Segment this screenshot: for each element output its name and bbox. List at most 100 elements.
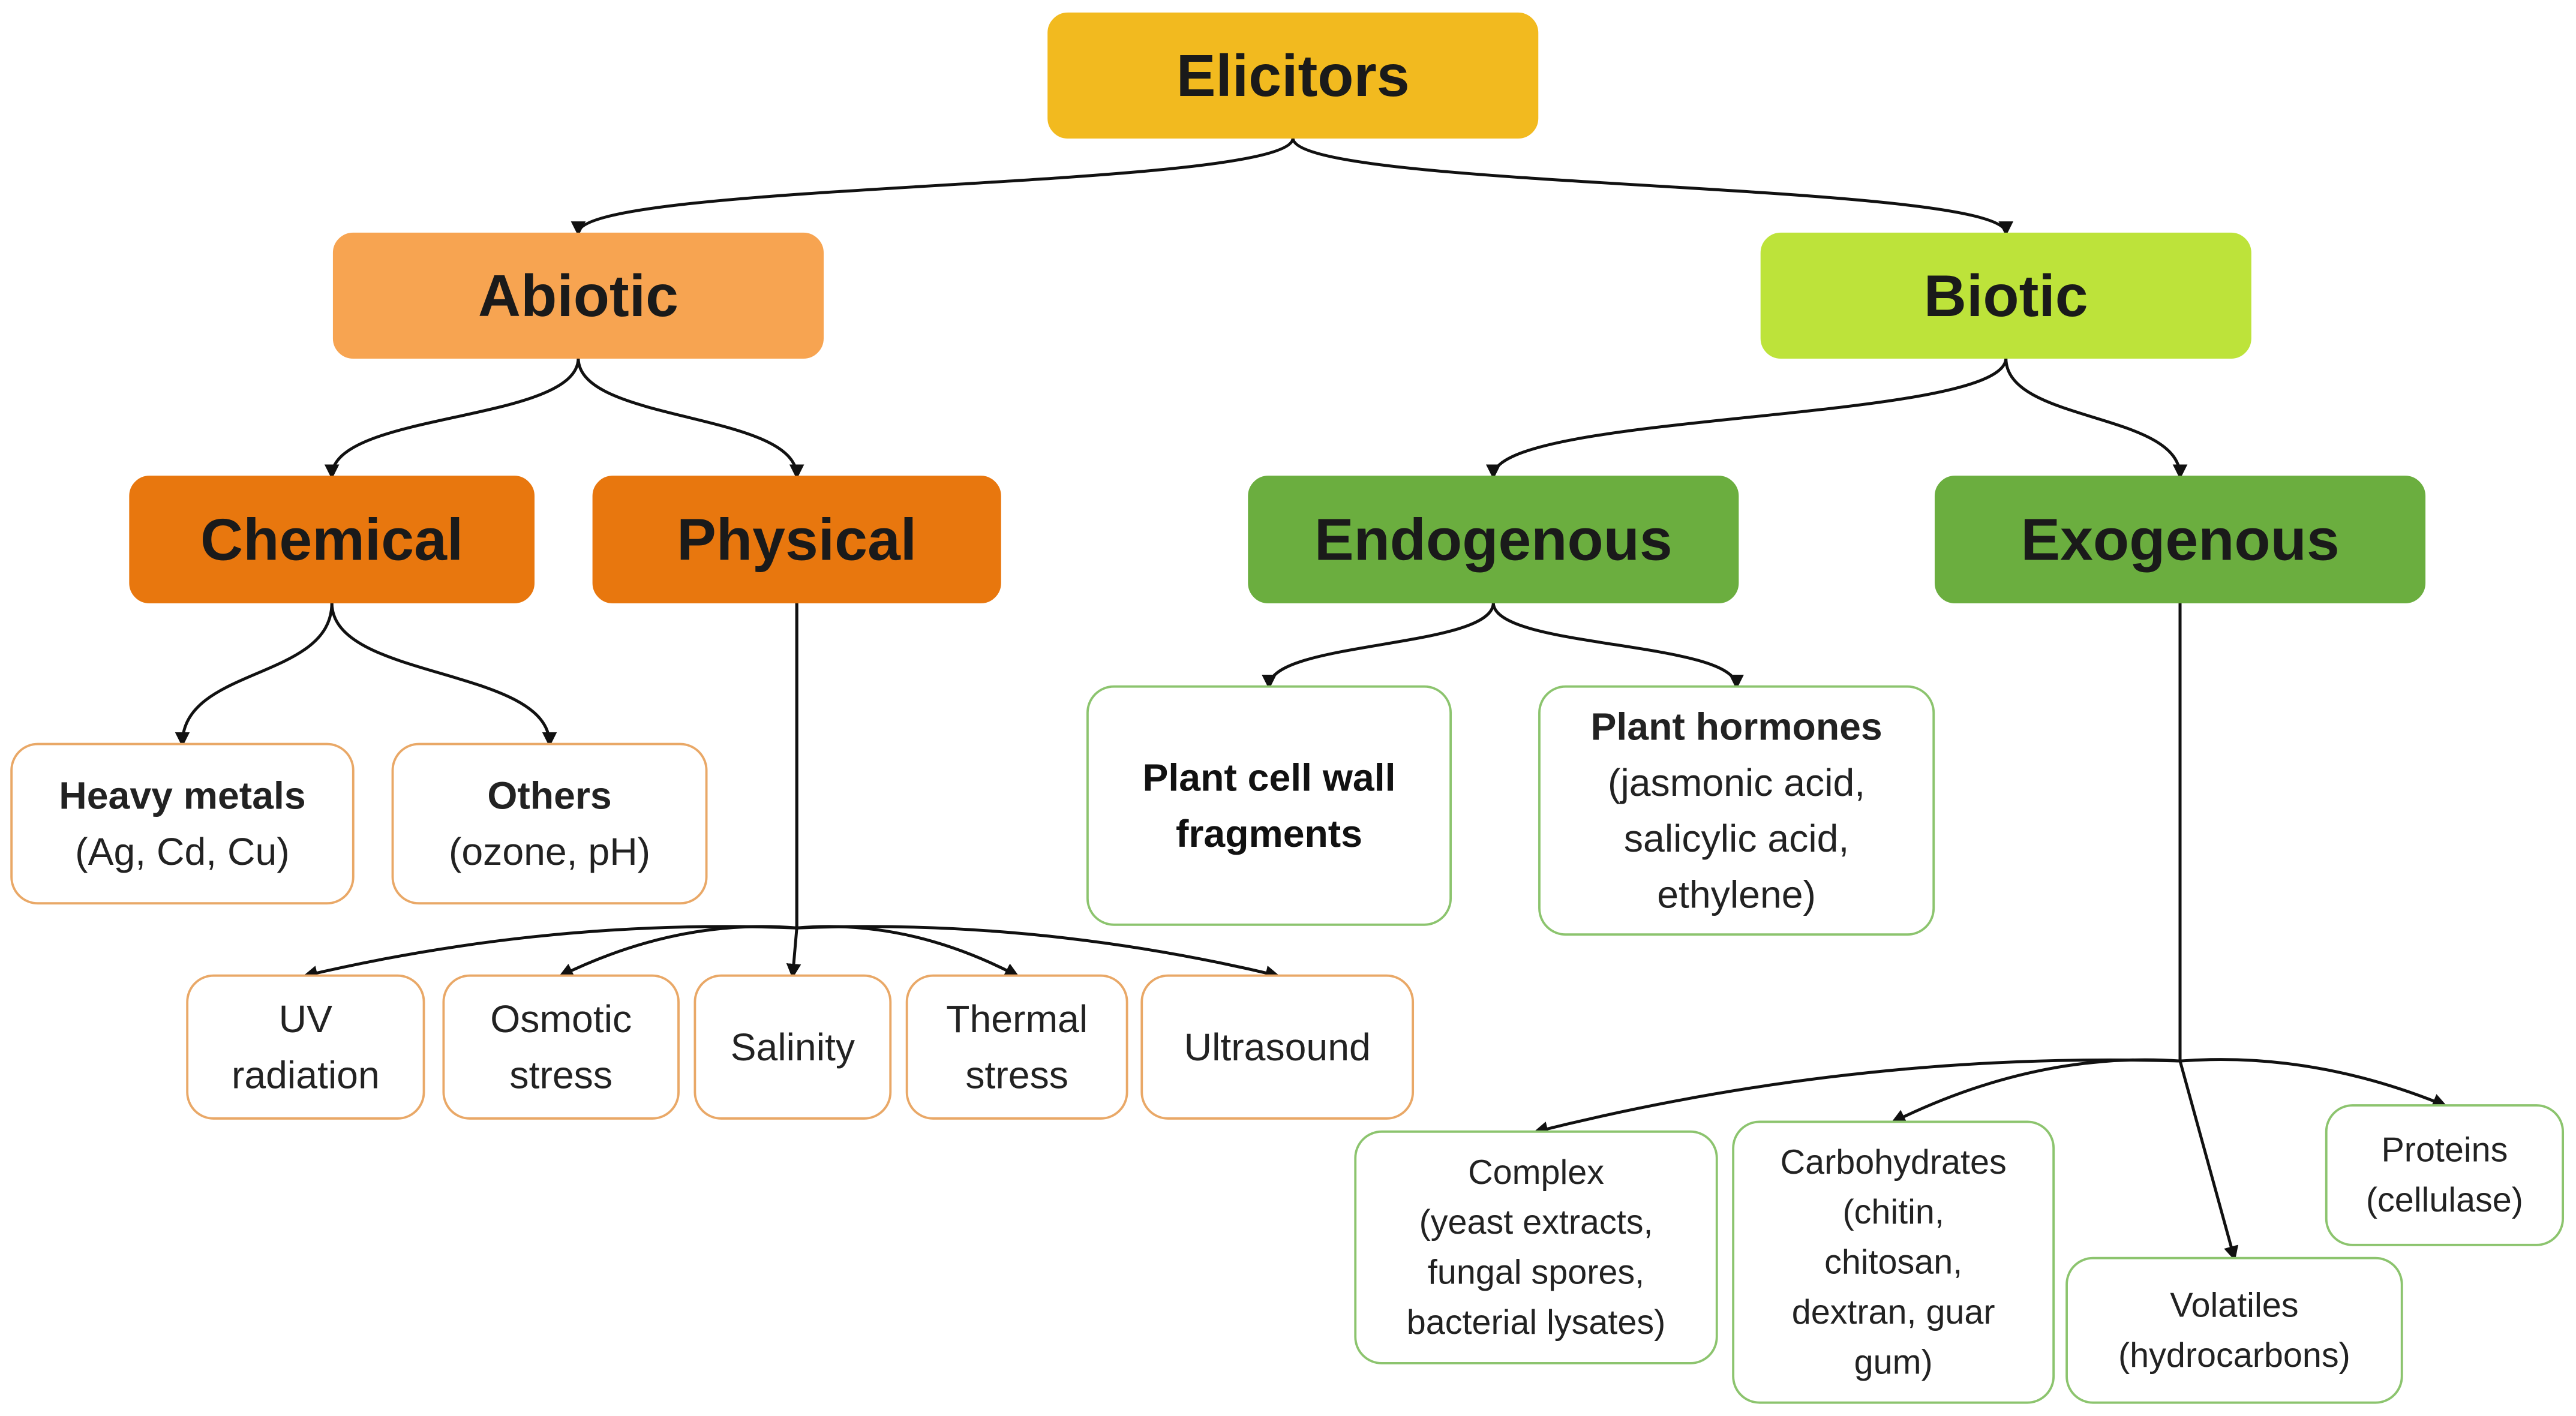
- node-box-abiotic: [332, 232, 824, 359]
- node-physical: Physical: [592, 476, 1001, 604]
- node-label-physical-0: Physical: [677, 507, 917, 573]
- node-box-carbohydrates: [1732, 1120, 2055, 1404]
- node-carbohydrates: Carbohydrates (chitin, chitosan, dextran, g…: [1732, 1120, 2055, 1404]
- node-proteins: Proteins (cellulase): [2325, 1104, 2565, 1246]
- node-endogenous: Endogenous: [1248, 476, 1739, 604]
- node-box-uv-radiation: [186, 974, 425, 1120]
- node-box-plant-cell-wall: [1086, 685, 1452, 926]
- node-label-volatiles-0: Volatiles: [2170, 1286, 2298, 1325]
- node-label-heavy-metals-1: (Ag, Cd, Cu): [75, 830, 290, 873]
- node-osmotic-stress: Osmotic stress: [442, 974, 680, 1120]
- node-box-osmotic-stress: [442, 974, 680, 1120]
- node-abiotic: Abiotic: [332, 232, 824, 359]
- edge-exogenous-to-carbohydrates: [1890, 1058, 2181, 1123]
- edge-biotic-to-endogenous: [1486, 357, 2008, 480]
- node-chemical: Chemical: [129, 476, 535, 604]
- edge-exogenous-to-complex: [1533, 1058, 2181, 1137]
- node-label-complex-1: (yeast extracts,: [1419, 1203, 1653, 1241]
- node-label-chemical-0: Chemical: [200, 507, 463, 573]
- node-uv-radiation: UV radiation: [186, 974, 425, 1120]
- node-elicitors: Elicitors: [1047, 12, 1539, 139]
- node-label-carbohydrates-0: Carbohydrates: [1781, 1143, 2007, 1181]
- node-label-carbohydrates-4: gum): [1854, 1343, 1933, 1381]
- node-label-osmotic-stress-1: stress: [509, 1053, 613, 1096]
- node-label-plant-hormones-0: Plant hormones: [1590, 705, 1882, 748]
- node-box-salinity: [693, 974, 892, 1120]
- node-label-plant-cell-wall-0: Plant cell wall: [1143, 756, 1396, 799]
- node-label-endogenous-0: Endogenous: [1314, 507, 1673, 573]
- edge-elicitors-to-abiotic: [571, 137, 1295, 236]
- node-label-complex-0: Complex: [1468, 1153, 1604, 1192]
- edge-elicitors-to-biotic: [1291, 137, 2013, 236]
- node-label-volatiles-1: (hydrocarbons): [2118, 1336, 2350, 1375]
- node-salinity: Salinity: [693, 974, 892, 1120]
- edge-physical-to-ultrasound: [797, 925, 1280, 981]
- node-label-elicitors-0: Elicitors: [1176, 43, 1410, 109]
- node-label-abiotic-0: Abiotic: [478, 263, 678, 329]
- node-box-exogenous: [1934, 476, 2426, 604]
- node-label-carbohydrates-3: dextran, guar: [1792, 1293, 1995, 1331]
- node-label-thermal-stress-0: Thermal: [946, 997, 1088, 1041]
- node-label-biotic-0: Biotic: [1924, 263, 2088, 329]
- node-box-others: [391, 742, 708, 905]
- edge-abiotic-to-physical: [577, 357, 804, 480]
- node-label-others-1: (ozone, pH): [449, 830, 650, 873]
- node-box-chemical: [129, 476, 535, 604]
- node-biotic: Biotic: [1760, 232, 2251, 359]
- node-box-complex: [1354, 1130, 1718, 1364]
- node-complex: Complex (yeast extracts, fungal spores, bac…: [1354, 1130, 1718, 1364]
- edge-abiotic-to-chemical: [324, 357, 580, 480]
- node-label-uv-radiation-0: UV: [279, 997, 332, 1041]
- node-label-osmotic-stress-0: Osmotic: [490, 997, 632, 1041]
- edge-biotic-to-exogenous: [2004, 357, 2188, 480]
- node-others: Others (ozone, pH): [391, 742, 708, 905]
- node-label-plant-hormones-2: salicylic acid,: [1624, 817, 1849, 860]
- node-label-plant-hormones-1: (jasmonic acid,: [1608, 761, 1865, 804]
- node-box-plant-hormones: [1538, 685, 1935, 936]
- node-box-heavy-metals: [10, 742, 355, 905]
- node-label-complex-3: bacterial lysates): [1407, 1303, 1665, 1342]
- node-ultrasound: Ultrasound: [1140, 974, 1415, 1120]
- node-box-volatiles: [2065, 1256, 2403, 1404]
- edge-physical-to-osmotic-stress: [558, 925, 797, 978]
- edge-layer: [175, 137, 2448, 1261]
- node-label-proteins-0: Proteins: [2381, 1131, 2508, 1170]
- node-box-ultrasound: [1140, 974, 1415, 1120]
- node-label-salinity-0: Salinity: [731, 1026, 855, 1069]
- node-label-ultrasound-0: Ultrasound: [1184, 1026, 1371, 1069]
- node-label-carbohydrates-2: chitosan,: [1824, 1243, 1962, 1282]
- edge-endogenous-to-plant-hormones: [1491, 602, 1744, 690]
- node-label-uv-radiation-1: radiation: [232, 1053, 380, 1096]
- edge-chemical-to-heavy-metals: [175, 603, 334, 747]
- node-box-elicitors: [1047, 12, 1539, 139]
- node-box-biotic: [1760, 232, 2251, 359]
- edge-exogenous-to-proteins: [2179, 1058, 2448, 1108]
- node-label-complex-2: fungal spores,: [1428, 1253, 1644, 1292]
- node-thermal-stress: Thermal stress: [905, 974, 1128, 1120]
- node-box-proteins: [2325, 1104, 2565, 1246]
- node-label-plant-hormones-3: ethylene): [1657, 873, 1816, 916]
- node-box-endogenous: [1248, 476, 1739, 604]
- node-volatiles: Volatiles (hydrocarbons): [2065, 1256, 2403, 1404]
- edge-exogenous-to-volatiles: [2178, 603, 2239, 1261]
- node-heavy-metals: Heavy metals (Ag, Cd, Cu): [10, 742, 355, 905]
- node-exogenous: Exogenous: [1934, 476, 2426, 604]
- node-label-exogenous-0: Exogenous: [2020, 507, 2339, 573]
- node-label-proteins-1: (cellulase): [2366, 1181, 2523, 1219]
- node-label-carbohydrates-1: (chitin,: [1842, 1193, 1944, 1231]
- edge-physical-to-uv-radiation: [302, 925, 797, 981]
- node-label-thermal-stress-1: stress: [965, 1053, 1068, 1096]
- node-label-plant-cell-wall-1: fragments: [1176, 812, 1362, 855]
- edge-physical-to-thermal-stress: [796, 925, 1020, 977]
- node-label-others-0: Others: [487, 774, 611, 817]
- node-box-physical: [592, 476, 1001, 604]
- node-label-heavy-metals-0: Heavy metals: [59, 774, 305, 817]
- node-plant-hormones: Plant hormones (jasmonic acid, salicylic a…: [1538, 685, 1935, 936]
- node-plant-cell-wall: Plant cell wall fragments: [1086, 685, 1452, 926]
- edge-chemical-to-others: [330, 603, 557, 747]
- edge-endogenous-to-plant-cell-wall: [1262, 602, 1495, 690]
- node-box-thermal-stress: [905, 974, 1128, 1120]
